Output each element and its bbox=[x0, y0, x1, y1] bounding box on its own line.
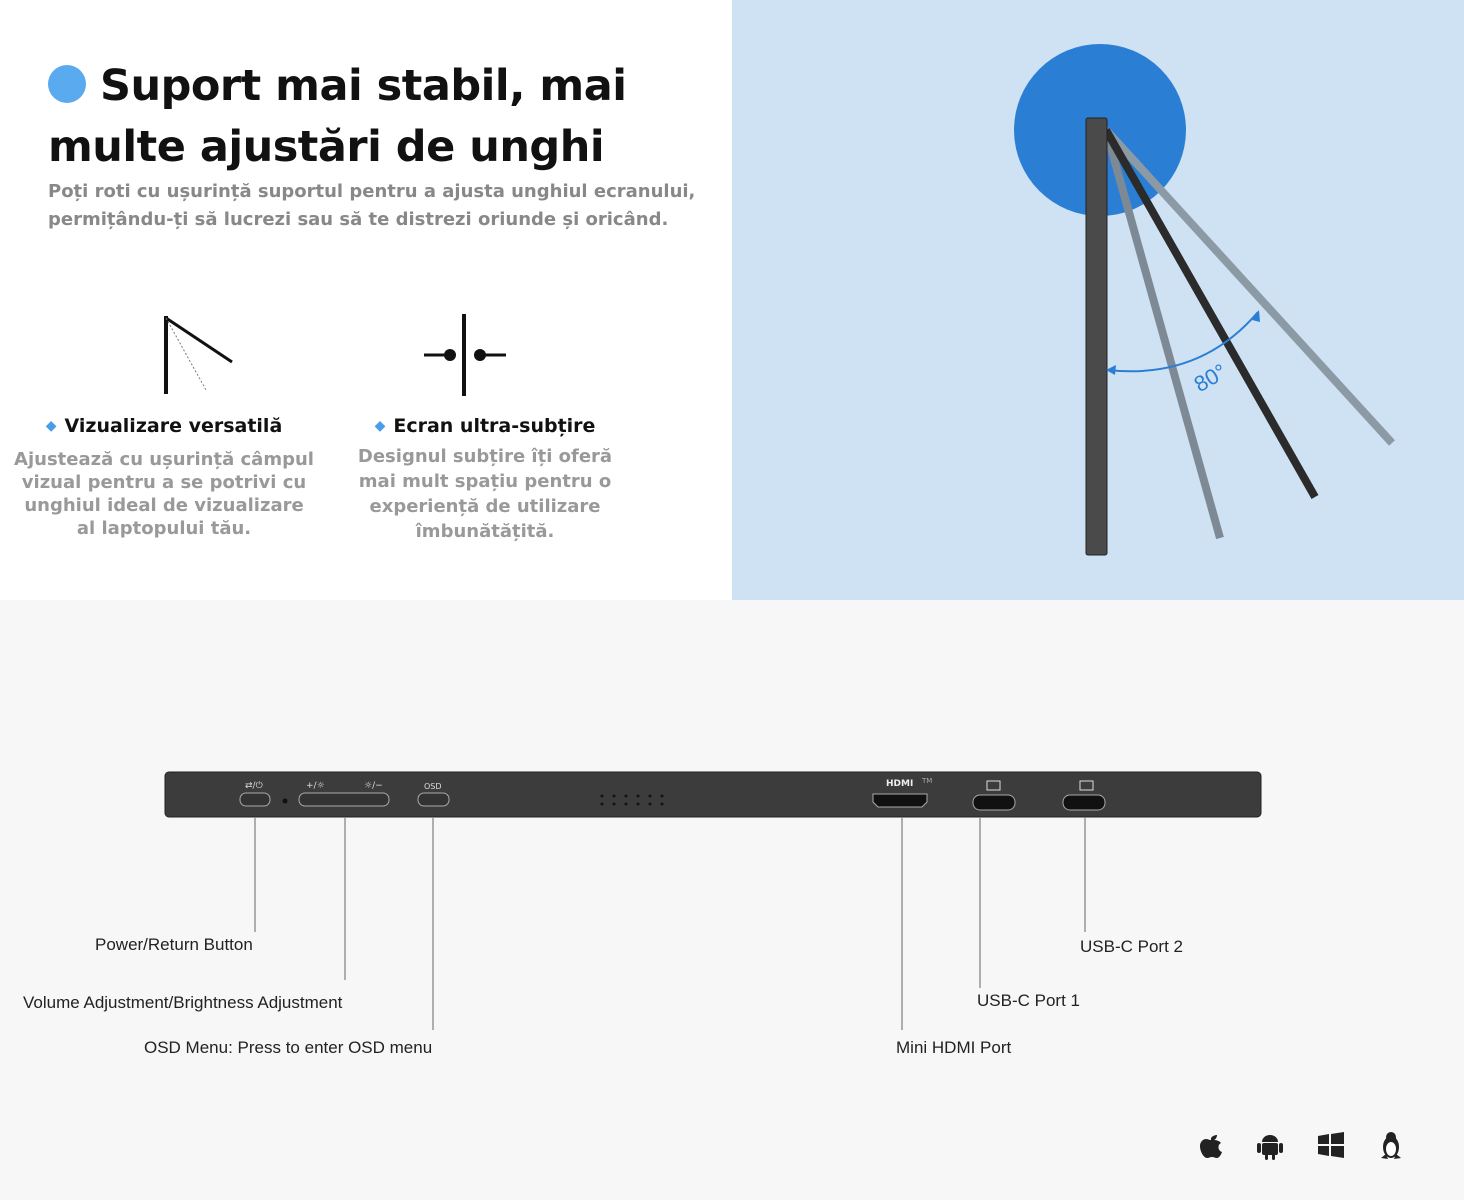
screen-position-mid bbox=[1102, 128, 1319, 499]
feature-text: Designul subțire îți oferă mai mult spaț… bbox=[357, 446, 613, 542]
angle-view-icon bbox=[164, 316, 233, 394]
feature-title: Ecran ultra-subțire bbox=[393, 415, 596, 437]
angle-illustration: 80° bbox=[732, 0, 1464, 600]
power-button[interactable] bbox=[239, 792, 271, 807]
power-label: Power/Return Button bbox=[95, 935, 253, 954]
power-glyph: ⇄/⏻ bbox=[245, 780, 263, 791]
angle-arc bbox=[1107, 311, 1259, 373]
bullet-dot bbox=[48, 65, 86, 103]
volume-rocker[interactable] bbox=[298, 792, 390, 807]
windows-icon bbox=[1318, 1132, 1344, 1158]
hdmi-label: Mini HDMI Port bbox=[896, 1038, 1012, 1057]
angle-label: 80° bbox=[1190, 359, 1231, 397]
leader-lines bbox=[254, 818, 1086, 1030]
mini-hdmi-port bbox=[872, 793, 928, 808]
subtitle: Poți roti cu ușurință suportul pentru a … bbox=[48, 181, 696, 230]
android-icon bbox=[1257, 1135, 1283, 1160]
monitor-side bbox=[1085, 117, 1108, 556]
linux-icon bbox=[1381, 1132, 1401, 1159]
usbc-port-1 bbox=[972, 794, 1016, 811]
volume-down-glyph: ☼/− bbox=[364, 781, 383, 791]
feature-panel: Suport mai stabil, mai multe ajustări de… bbox=[0, 0, 732, 600]
tm-mark: TM bbox=[921, 777, 932, 785]
usbc1-label: USB-C Port 1 bbox=[977, 991, 1080, 1010]
screen-position-near bbox=[1102, 128, 1224, 540]
volume-up-glyph: +/☼ bbox=[306, 781, 325, 791]
diamond-icon: ◆ bbox=[374, 418, 386, 434]
usbc2-label: USB-C Port 2 bbox=[1080, 937, 1183, 956]
feature-text: Ajustează cu ușurință câmpul vizual pent… bbox=[14, 449, 314, 539]
page-title: Suport mai stabil, mai multe ajustări de… bbox=[48, 61, 627, 172]
device-diagram: ⇄/⏻ +/☼ ☼/− OSD HDMI TM bbox=[164, 771, 1262, 1030]
hdmi-glyph: HDMI bbox=[886, 779, 913, 789]
osd-glyph: OSD bbox=[424, 782, 442, 791]
osd-button[interactable] bbox=[417, 792, 450, 807]
screen-position-far bbox=[1103, 127, 1395, 446]
volume-label: Volume Adjustment/Brightness Adjustment bbox=[23, 993, 343, 1012]
feature-title: Vizualizare versatilă bbox=[64, 415, 283, 437]
feature-versatile: ◆ Vizualizare versatilă Ajustează cu ușur… bbox=[14, 415, 314, 540]
display-icon bbox=[986, 780, 1001, 791]
usbc-port-2 bbox=[1062, 794, 1106, 811]
diamond-icon: ◆ bbox=[45, 418, 57, 434]
speaker-grille bbox=[600, 794, 664, 806]
apple-icon bbox=[1200, 1135, 1222, 1158]
thin-screen-icon bbox=[424, 314, 506, 396]
display-icon bbox=[1079, 780, 1094, 791]
osd-label: OSD Menu: Press to enter OSD menu bbox=[144, 1038, 433, 1057]
feature-thin: ◆ Ecran ultra-subțire Designul subțire îț… bbox=[340, 415, 630, 544]
